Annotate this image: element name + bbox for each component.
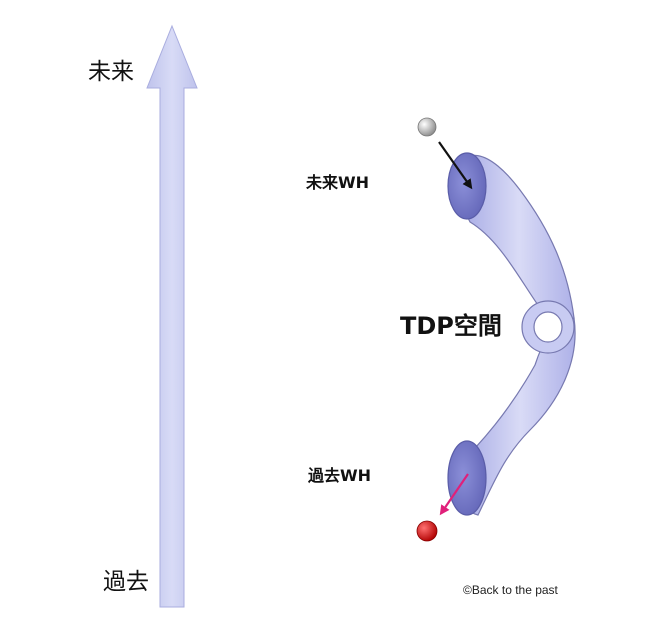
copyright-text: ©Back to the past (463, 583, 558, 597)
past-label: 過去 (103, 569, 149, 595)
incoming-arrow (438, 141, 473, 190)
past-wh-label: 過去WH (308, 466, 372, 485)
tdp-hole (533, 311, 563, 343)
future-label: 未来 (88, 59, 134, 85)
future-wh-label: 未来WH (306, 173, 370, 192)
timeline-arrow (146, 24, 198, 608)
outgoing-arrow (439, 473, 469, 516)
tdp-space-label: TDP空間 (400, 312, 502, 340)
past-wormhole-mouth (447, 440, 487, 516)
incoming-ball (417, 117, 437, 137)
outgoing-ball (416, 520, 438, 542)
